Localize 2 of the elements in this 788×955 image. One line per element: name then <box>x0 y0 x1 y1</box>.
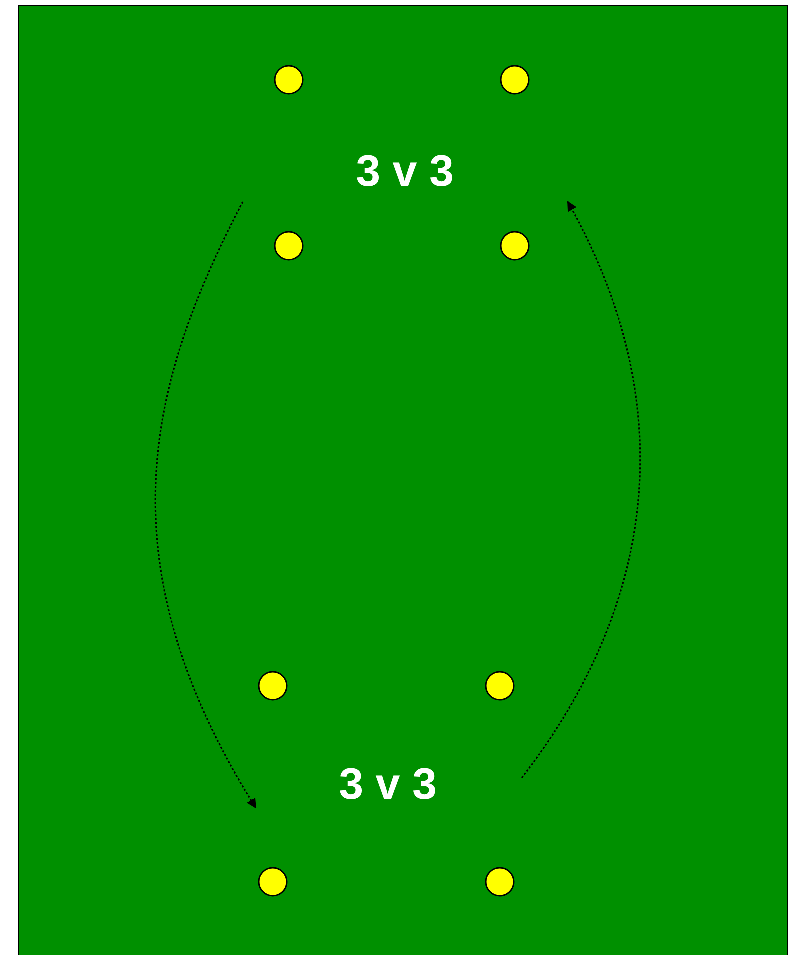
team-size-label: 3 v 3 <box>236 140 574 204</box>
team-size-label: 3 v 3 <box>252 760 524 810</box>
